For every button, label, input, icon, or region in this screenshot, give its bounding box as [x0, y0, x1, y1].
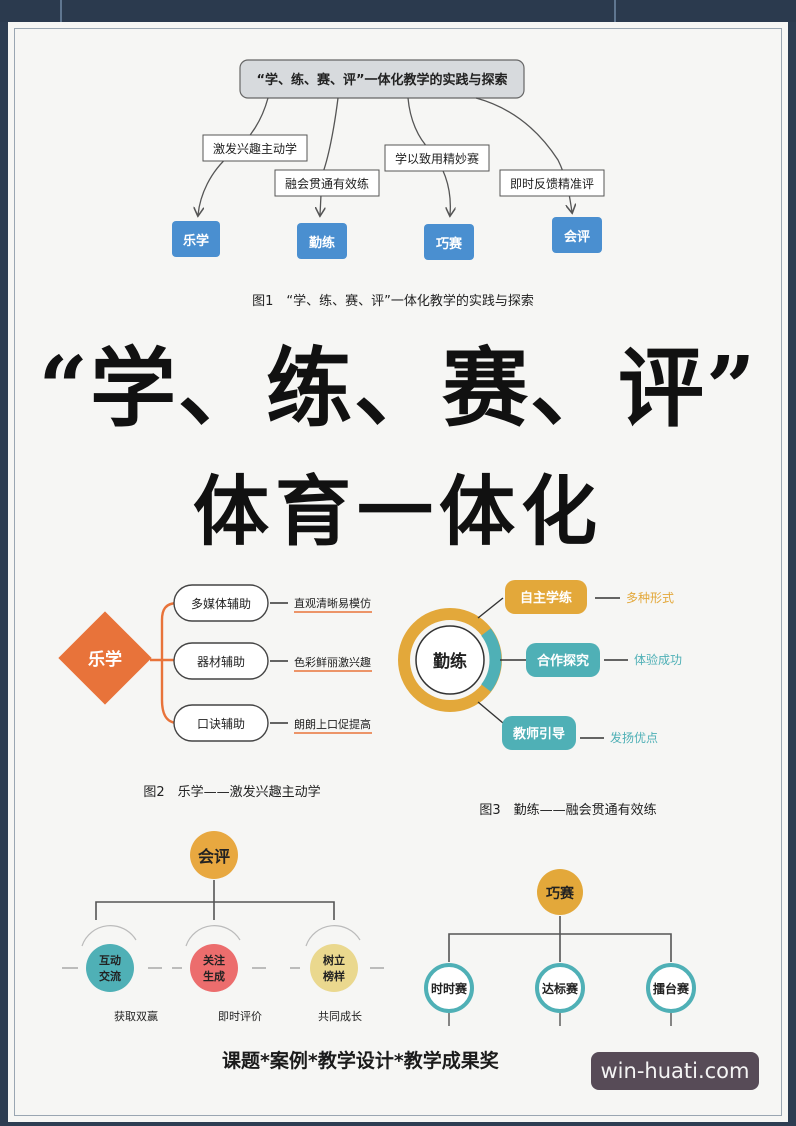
- fig1-node-text: 会评: [564, 229, 590, 245]
- inner-border: [14, 28, 782, 1116]
- fig4-note: 共同成长: [318, 1010, 362, 1023]
- poster-sheet: [8, 22, 788, 1122]
- fig3-ring-accent: [481, 628, 502, 692]
- fig1-label-box: [202, 134, 308, 162]
- top-bar-divider: [614, 0, 616, 22]
- fig1-node-text: 巧赛: [436, 236, 463, 252]
- fig1-label: 学以致用精妙赛: [395, 151, 479, 166]
- fig3-mindmap: 勤练 自主学练 合作探究 教师引导 多种形式 体验成功 发扬优点 图3 勤练——…: [398, 580, 682, 818]
- fig2-item-text: 多媒体辅助: [191, 597, 251, 611]
- fig2-item-pill: [173, 584, 269, 622]
- fig4-root-circle: [190, 831, 238, 879]
- fig1-root-text: “学、练、赛、评”一体化教学的实践与探索: [256, 72, 507, 88]
- fig4-note: 获取双赢: [114, 1009, 158, 1023]
- fig5-item-text: 擂台赛: [653, 981, 690, 996]
- fig3-note: 体验成功: [634, 652, 682, 667]
- fig4-item-text-top: 互动: [99, 953, 121, 967]
- fig4-item-text-top: 关注: [203, 953, 225, 967]
- fig1-node-text: 勤练: [309, 235, 335, 251]
- fig1-node-huiping: [552, 217, 602, 253]
- fig1-caption: 图1 “学、练、赛、评”一体化教学的实践与探索: [252, 293, 534, 309]
- fig1-label: 融会贯通有效练: [285, 176, 369, 191]
- fig5-item-circle: [424, 963, 474, 1013]
- fig4-item-circle: [190, 944, 238, 992]
- fig2-item-pill: [173, 704, 269, 742]
- fig2-item-text: 器材辅助: [197, 655, 245, 669]
- watermark: win-huati.com: [591, 1052, 759, 1090]
- fig5-tree-lines: [448, 916, 672, 962]
- fig2-note: 色彩鲜丽激兴趣: [294, 655, 371, 669]
- fig1-label-box: [274, 169, 380, 197]
- fig3-item-text: 教师引导: [512, 726, 565, 742]
- fig4-item-text-bottom: 生成: [203, 969, 225, 983]
- fig5-tree: 巧赛 时时赛 达标赛 擂台赛: [424, 869, 696, 1026]
- fig3-item-text: 合作探究: [537, 653, 589, 669]
- fig5-item-circle: [535, 963, 585, 1013]
- top-bar: [0, 0, 796, 22]
- fig2-note: 直观清晰易模仿: [294, 596, 371, 610]
- fig4-item-circle: [86, 944, 134, 992]
- fig4-item-text-bottom: 交流: [99, 969, 121, 983]
- fig4-item-text-top: 树立: [323, 953, 345, 967]
- fig4-root-text: 会评: [198, 847, 230, 866]
- fig1-label: 激发兴趣主动学: [213, 141, 297, 156]
- fig3-connector: [477, 597, 504, 619]
- footer-text: 课题*案例*教学设计*教学成果奖: [222, 1050, 499, 1072]
- fig3-center-circle: [415, 625, 485, 695]
- fig4-arc: [305, 925, 361, 947]
- fig1-label-box: [384, 144, 490, 172]
- fig1-node-text: 乐学: [183, 233, 209, 249]
- fig5-item-circle: [646, 963, 696, 1013]
- fig5-root-text: 巧赛: [546, 885, 575, 902]
- fig5-item-text: 达标赛: [542, 981, 579, 996]
- fig1-label: 即时反馈精准评: [510, 177, 594, 191]
- fig2-note: 朗朗上口促提高: [294, 717, 371, 731]
- fig5-item-text: 时时赛: [431, 981, 468, 996]
- fig1-node-lexue: [172, 221, 220, 257]
- fig2-center-text: 乐学: [88, 649, 122, 670]
- fig1-label-box: [499, 169, 605, 197]
- fig2-item-text: 口诀辅助: [197, 717, 245, 731]
- fig3-item-box: [526, 643, 600, 677]
- fig4-arc: [185, 925, 241, 947]
- fig3-connector: [477, 701, 504, 724]
- fig1-root-box: [239, 59, 525, 99]
- fig3-item-box: [502, 716, 576, 750]
- fig4-note: 即时评价: [218, 1010, 262, 1023]
- sub-title: 体育一体化: [193, 467, 603, 556]
- fig1-arrow: [475, 97, 572, 212]
- fig3-caption: 图3 勤练——融会贯通有效练: [479, 803, 656, 818]
- fig4-arc: [81, 925, 137, 947]
- fig4-item-circle: [310, 944, 358, 992]
- fig3-center-text: 勤练: [433, 651, 467, 672]
- fig1-arrow: [320, 97, 339, 215]
- fig4-item-text-bottom: 榜样: [323, 969, 345, 983]
- fig3-item-box: [505, 580, 587, 614]
- fig3-note: 多种形式: [626, 591, 674, 605]
- fig3-note: 发扬优点: [610, 730, 658, 745]
- fig4-tree-lines: [95, 880, 335, 920]
- fig3-item-text: 自主学练: [520, 590, 572, 606]
- fig2-mindmap: 乐学 多媒体辅助 器材辅助 口诀辅助 直观清晰易模仿 色彩鲜丽激兴趣 朗朗上口促…: [58, 584, 372, 800]
- fig1-flowchart: “学、练、赛、评”一体化教学的实践与探索 激发兴趣主动学 融会贯通有效练 学以致…: [172, 59, 605, 309]
- fig1-node-qinlian: [297, 223, 347, 259]
- main-title: “学、练、赛、评”: [38, 338, 758, 439]
- fig2-item-pill: [173, 642, 269, 680]
- fig2-caption: 图2 乐学——激发兴趣主动学: [143, 784, 320, 800]
- fig5-root-circle: [537, 869, 583, 915]
- top-bar-divider: [60, 0, 62, 22]
- fig4-tree: 会评 互动 交流 关注 生成 树立 榜样 获取双赢 即时评价 共同成长: [62, 831, 384, 1023]
- fig1-node-qiaosai: [424, 224, 474, 260]
